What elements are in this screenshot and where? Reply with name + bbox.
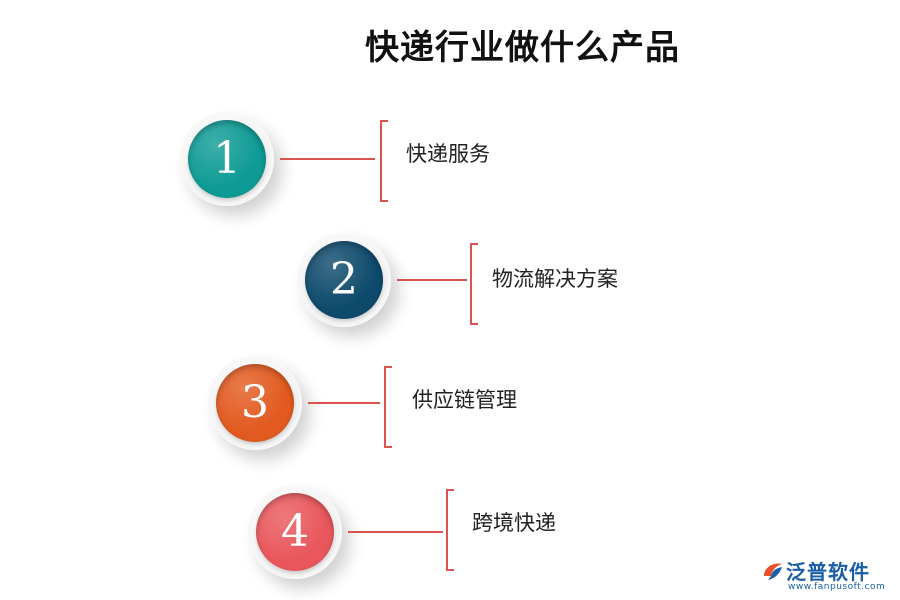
bracket — [380, 120, 388, 202]
item-label: 快递服务 — [406, 142, 490, 166]
fanpu-logo-icon — [764, 563, 782, 580]
list-item-4: 4 跨境快递 — [248, 485, 808, 579]
number-disc: 2 — [305, 241, 383, 319]
page-title: 快递行业做什么产品 — [365, 28, 680, 68]
number-ring: 1 — [180, 112, 274, 206]
number-disc: 3 — [216, 364, 294, 442]
brand-logo: 泛普软件 www.fanpusoft.com — [760, 554, 890, 594]
number-ring: 4 — [248, 485, 342, 579]
list-item-2: 2 物流解决方案 — [297, 233, 857, 327]
connector-line — [308, 402, 380, 404]
number-ring: 2 — [297, 233, 391, 327]
item-label: 供应链管理 — [412, 388, 517, 412]
number-ring: 3 — [208, 356, 302, 450]
connector-line — [348, 531, 443, 533]
item-label: 跨境快递 — [472, 511, 556, 535]
logo-name: 泛普软件 — [786, 560, 870, 584]
bracket — [446, 489, 454, 571]
number-disc: 1 — [188, 120, 266, 198]
item-label: 物流解决方案 — [492, 267, 618, 291]
list-item-3: 3 供应链管理 — [208, 356, 768, 450]
connector-line — [280, 158, 375, 160]
logo-url: www.fanpusoft.com — [788, 582, 886, 592]
bracket — [470, 243, 478, 325]
connector-line — [397, 279, 467, 281]
list-item-1: 1 快递服务 — [180, 112, 740, 206]
number-disc: 4 — [256, 493, 334, 571]
bracket — [384, 366, 392, 448]
